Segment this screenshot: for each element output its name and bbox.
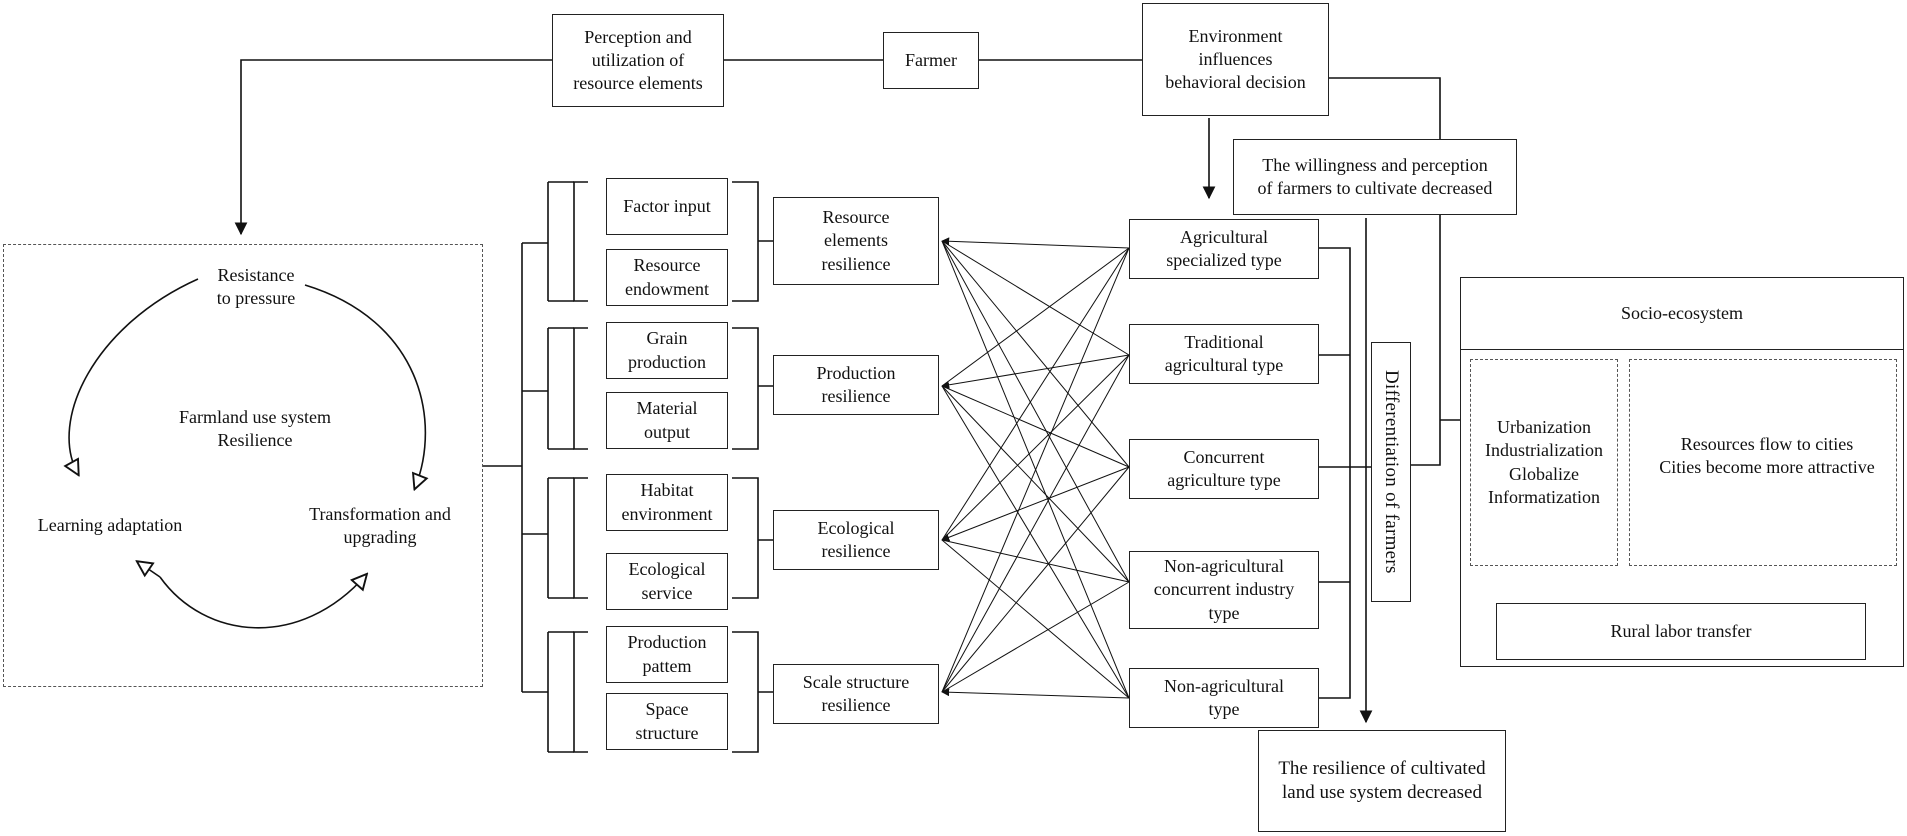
production-pattern-box: Production pattem	[606, 626, 728, 683]
arc-left	[69, 278, 199, 474]
factor-input-box: Factor input	[606, 178, 728, 235]
flow-label: Resources flow to cities Cities become m…	[1659, 433, 1875, 477]
arc-right	[304, 284, 425, 488]
cycle-region	[3, 244, 483, 687]
cycle-center-label: Farmland use system Resilience	[179, 406, 331, 450]
resource-elements-resilience-box: Resource elements resilience	[773, 197, 939, 285]
socio-title: Socio-ecosystem	[1461, 278, 1903, 350]
non-agricultural-type-box: Non-agricultural type	[1129, 668, 1319, 728]
resistance-label: Resistance to pressure	[216, 264, 296, 308]
ecological-resilience-box: Ecological resilience	[773, 510, 939, 570]
drivers-label: Urbanization Industrialization Globalize…	[1485, 416, 1603, 507]
perception-box: Perception and utilization of resource e…	[552, 14, 724, 107]
flow-region	[1629, 359, 1897, 566]
willingness-box: The willingness and perception of farmer…	[1233, 139, 1517, 215]
grain-production-box: Grain production	[606, 322, 728, 379]
habitat-environment-box: Habitat environment	[606, 474, 728, 531]
learning-label: Learning adaptation	[37, 515, 183, 536]
agricultural-specialized-type-box: Agricultural specialized type	[1129, 219, 1319, 279]
environment-box: Environment influences behavioral decisi…	[1142, 3, 1329, 116]
farmer-box: Farmer	[883, 32, 979, 89]
drivers-region	[1470, 359, 1618, 566]
farmer-type-bracket	[1319, 247, 1351, 699]
ecological-service-box: Ecological service	[606, 553, 728, 610]
differentiation-box: Differentiation of farmers	[1371, 342, 1411, 602]
non-agricultural-concurrent-industry-type-box: Non-agricultural concurrent industry typ…	[1129, 551, 1319, 629]
concurrent-agriculture-type-box: Concurrent agriculture type	[1129, 439, 1319, 499]
top-connector	[234, 59, 1184, 236]
outcome-box: The resilience of cultivated land use sy…	[1258, 730, 1506, 832]
production-resilience-box: Production resilience	[773, 355, 939, 415]
resource-endowment-box: Resource endowment	[606, 249, 728, 306]
env-rail	[1328, 77, 1441, 472]
scale-structure-resilience-box: Scale structure resilience	[773, 664, 939, 724]
space-structure-box: Space structure	[606, 693, 728, 750]
rural-labor-transfer-box: Rural labor transfer	[1496, 603, 1866, 660]
differentiation-label: Differentiation of farmers	[1381, 370, 1402, 574]
traditional-agricultural-type-box: Traditional agricultural type	[1129, 324, 1319, 384]
socio-ecosystem-panel: Socio-ecosystem	[1460, 277, 1904, 667]
arc-bottom	[159, 575, 366, 629]
transformation-label: Transformation and upgrading	[309, 503, 451, 547]
material-output-box: Material output	[606, 392, 728, 449]
